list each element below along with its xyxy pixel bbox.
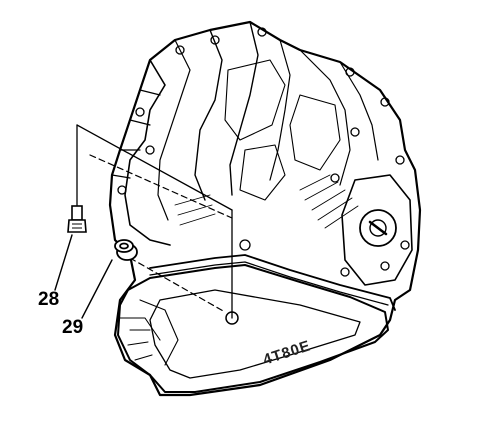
oil-pan (117, 264, 389, 393)
case-ribs (194, 29, 223, 201)
axle-seal (359, 209, 397, 247)
callout-28: 28 (38, 289, 59, 310)
bolt-bosses (117, 27, 410, 277)
leader-line-29 (129, 257, 226, 313)
cast-marking: 4T80E (261, 337, 313, 368)
side-cover (341, 174, 413, 286)
case-outline (108, 20, 422, 397)
drain-plug-icon (114, 239, 138, 261)
bell-housing-flange (124, 59, 171, 246)
pan-flange (149, 254, 396, 311)
bolt-icon (67, 205, 87, 233)
callout-29: 29 (62, 317, 83, 338)
